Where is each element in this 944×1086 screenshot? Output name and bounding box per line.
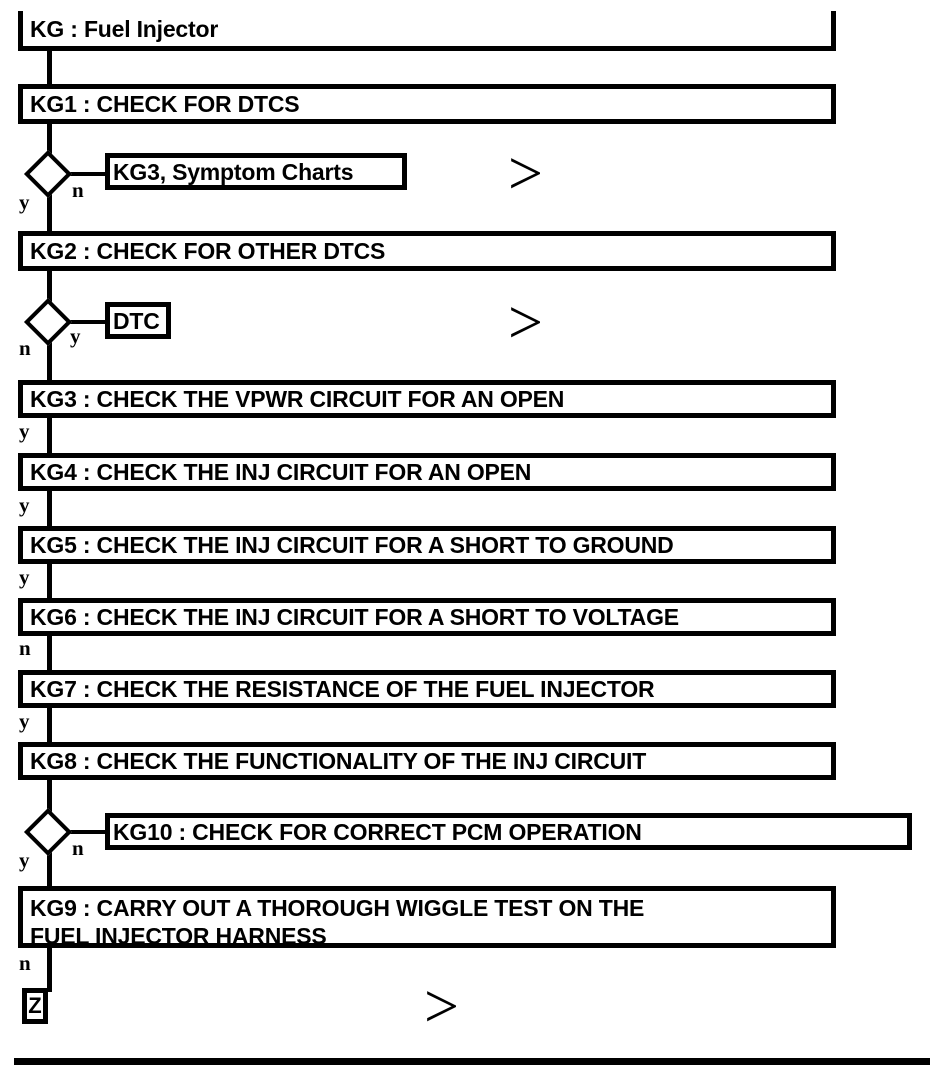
connector-kg6-to-kg7 <box>47 634 52 671</box>
reference-box-dtc[interactable]: DTC <box>105 302 171 339</box>
step-box-kg-title[interactable]: KG : Fuel Injector <box>18 11 836 51</box>
connector-kg4-to-kg5 <box>47 489 52 527</box>
branch-label-kg9-no: n <box>19 951 31 975</box>
connector-kg5-to-kg6 <box>47 563 52 598</box>
step-box-kg4[interactable]: KG4 : CHECK THE INJ CIRCUIT FOR AN OPEN <box>18 453 836 491</box>
step-label-kg1: KG1 : CHECK FOR DTCS <box>30 91 300 117</box>
step-label-kg9: KG9 : CARRY OUT A THOROUGH WIGGLE TEST O… <box>30 895 645 949</box>
branch-label-kg7-yes: y <box>19 709 30 733</box>
reference-box-kg10[interactable]: KG10 : CHECK FOR CORRECT PCM OPERATION <box>105 813 912 850</box>
decision-diamond-2[interactable] <box>23 297 73 347</box>
branch-label-decision1-no: n <box>72 178 84 202</box>
step-label-kg3: KG3 : CHECK THE VPWR CIRCUIT FOR AN OPEN <box>30 386 565 412</box>
reference-label-kg3-symptom-charts: KG3, Symptom Charts <box>113 158 354 185</box>
branch-label-decision3-yes: y <box>19 848 30 872</box>
connector-kg9-to-terminal <box>47 946 52 992</box>
connector-decision2-yes-branch <box>66 320 108 324</box>
connector-decision3-to-kg9 <box>47 845 52 889</box>
offpage-connector-icon-3: > <box>424 973 459 1041</box>
reference-label-dtc: DTC <box>113 307 160 334</box>
connector-decision1-no-branch <box>66 172 108 176</box>
connector-kg-to-kg1 <box>47 46 52 86</box>
step-box-kg1[interactable]: KG1 : CHECK FOR DTCS <box>18 84 836 124</box>
step-box-kg3[interactable]: KG3 : CHECK THE VPWR CIRCUIT FOR AN OPEN <box>18 380 836 418</box>
connector-kg2-to-decision2 <box>47 267 52 310</box>
terminal-label-z: Z <box>28 993 42 1018</box>
connector-decision1-to-kg2 <box>47 186 52 232</box>
branch-label-decision1-yes: y <box>19 190 30 214</box>
step-label-kg8: KG8 : CHECK THE FUNCTIONALITY OF THE INJ… <box>30 748 647 774</box>
connector-decision3-no-branch <box>66 830 108 834</box>
step-label-kg4: KG4 : CHECK THE INJ CIRCUIT FOR AN OPEN <box>30 459 532 485</box>
branch-label-kg6-no: n <box>19 636 31 660</box>
branch-label-decision3-no: n <box>72 836 84 860</box>
connector-kg7-to-kg8 <box>47 706 52 742</box>
step-box-kg9[interactable]: KG9 : CARRY OUT A THOROUGH WIGGLE TEST O… <box>18 886 836 949</box>
step-box-kg5[interactable]: KG5 : CHECK THE INJ CIRCUIT FOR A SHORT … <box>18 526 836 564</box>
decision-diamond-3[interactable] <box>23 807 73 857</box>
branch-label-kg4-yes: y <box>19 493 30 517</box>
reference-label-kg10: KG10 : CHECK FOR CORRECT PCM OPERATION <box>113 818 642 845</box>
branch-label-decision2-no: n <box>19 336 31 360</box>
offpage-connector-icon-1: > <box>508 140 543 208</box>
step-label-kg-title: KG : Fuel Injector <box>30 15 219 42</box>
step-label-kg5: KG5 : CHECK THE INJ CIRCUIT FOR A SHORT … <box>30 532 674 558</box>
step-box-kg2[interactable]: KG2 : CHECK FOR OTHER DTCS <box>18 231 836 271</box>
connector-decision2-to-kg3 <box>47 335 52 381</box>
step-box-kg8[interactable]: KG8 : CHECK THE FUNCTIONALITY OF THE INJ… <box>18 742 836 780</box>
step-box-kg6[interactable]: KG6 : CHECK THE INJ CIRCUIT FOR A SHORT … <box>18 598 836 636</box>
offpage-connector-icon-2: > <box>508 289 543 357</box>
bottom-divider <box>14 1058 930 1065</box>
step-box-kg7[interactable]: KG7 : CHECK THE RESISTANCE OF THE FUEL I… <box>18 670 836 708</box>
reference-box-kg3-symptom-charts[interactable]: KG3, Symptom Charts <box>105 153 407 190</box>
connector-kg3-to-kg4 <box>47 415 52 453</box>
connector-kg8-to-decision3 <box>47 779 52 821</box>
branch-label-kg3-yes: y <box>19 419 30 443</box>
connector-kg1-to-decision1 <box>47 120 52 162</box>
branch-label-decision2-yes: y <box>70 324 81 348</box>
terminal-box-z[interactable]: Z <box>22 988 48 1024</box>
step-label-kg2: KG2 : CHECK FOR OTHER DTCS <box>30 238 386 264</box>
branch-label-kg5-yes: y <box>19 565 30 589</box>
decision-diamond-1[interactable] <box>23 149 73 199</box>
step-label-kg6: KG6 : CHECK THE INJ CIRCUIT FOR A SHORT … <box>30 604 679 630</box>
step-label-kg7: KG7 : CHECK THE RESISTANCE OF THE FUEL I… <box>30 676 655 702</box>
